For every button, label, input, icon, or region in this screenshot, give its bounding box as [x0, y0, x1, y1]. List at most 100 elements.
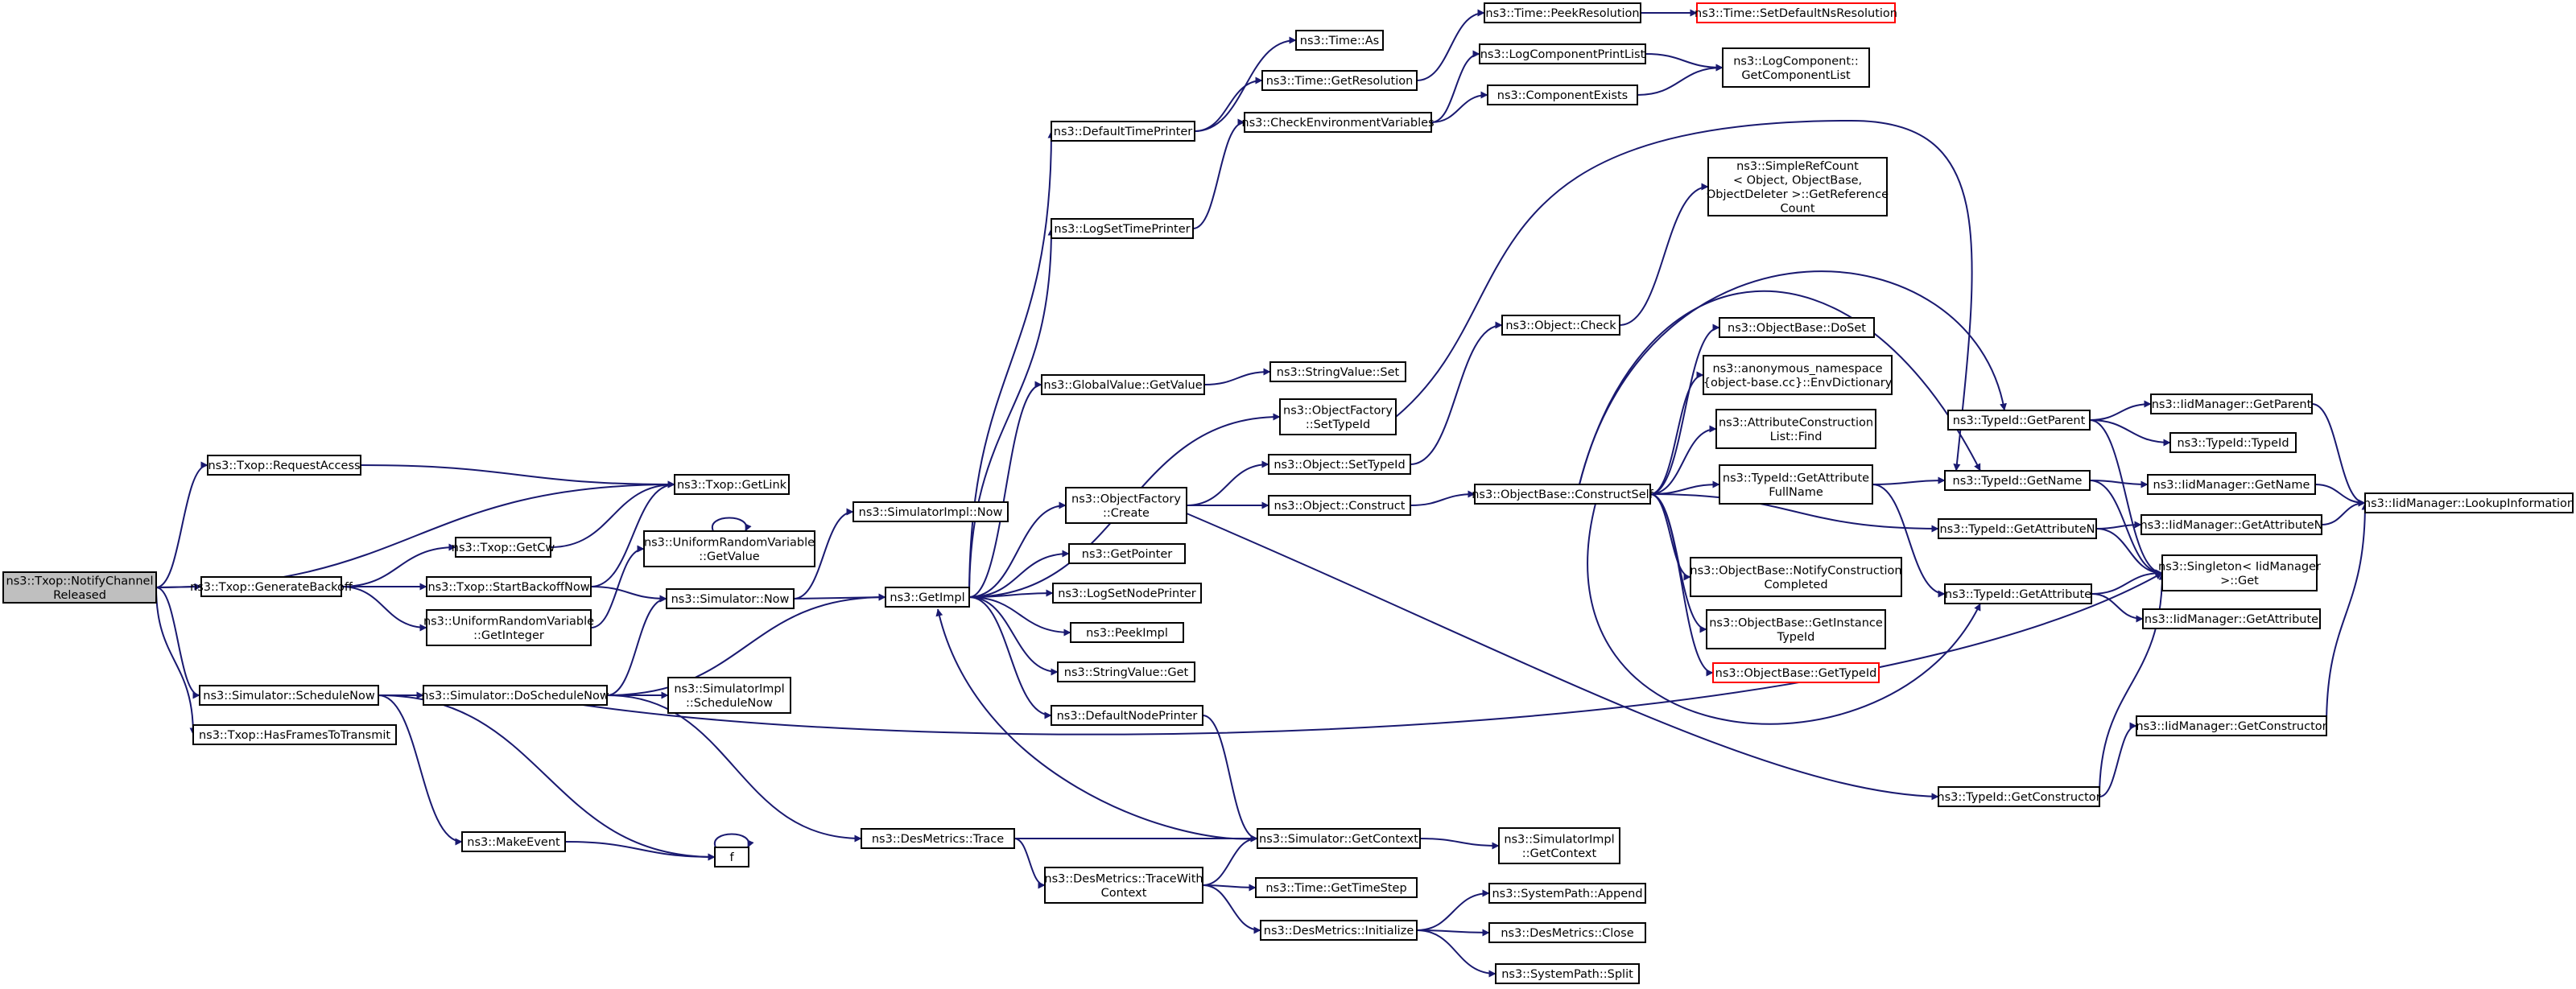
edge-checkenv-to-logcomponentprintlist: [1430, 50, 1480, 123]
node-simimpl-now[interactable]: ns3::SimulatorImpl::Now: [852, 501, 1009, 522]
node-componentexists[interactable]: ns3::ComponentExists: [1487, 84, 1638, 105]
node-iid-getparent[interactable]: ns3::IidManager::GetParent: [2150, 394, 2313, 414]
node-objectfactory-create[interactable]: ns3::ObjectFactory::Create: [1065, 487, 1187, 524]
node-typeid-typeid[interactable]: ns3::TypeId::TypeId: [2169, 432, 2297, 453]
node-urv-getvalue[interactable]: ns3::UniformRandomVariable::GetValue: [643, 530, 815, 567]
node-desmetrics-close[interactable]: ns3::DesMetrics::Close: [1488, 922, 1646, 943]
node-label: {object-base.cc}::EnvDictionary: [1703, 377, 1893, 389]
node-box: [1707, 157, 1888, 216]
node-doschedulenow[interactable]: ns3::Simulator::DoScheduleNow: [421, 685, 609, 706]
node-defaulttimeprinter[interactable]: ns3::DefaultTimePrinter: [1051, 121, 1195, 142]
node-checkenv[interactable]: ns3::CheckEnvironmentVariables: [1241, 112, 1435, 133]
node-typeid-getparent[interactable]: ns3::TypeId::GetParent: [1947, 410, 2091, 431]
node-objectbase-doset[interactable]: ns3::ObjectBase::DoSet: [1719, 317, 1875, 338]
node-object-check[interactable]: ns3::Object::Check: [1501, 315, 1620, 336]
node-box: [1044, 867, 1203, 904]
node-label: ns3::Txop::GetCw: [452, 542, 555, 554]
node-envdictionary[interactable]: ns3::anonymous_namespace{object-base.cc}…: [1703, 355, 1893, 395]
edge-iid-getattributen-to-iid-lookupinformation: [2321, 499, 2366, 525]
node-notifyconstructioncompleted[interactable]: ns3::ObjectBase::NotifyConstructionCompl…: [1690, 557, 1902, 597]
node-getcw[interactable]: ns3::Txop::GetCw: [452, 537, 555, 558]
node-typeid-getattribute[interactable]: ns3::TypeId::GetAttribute: [1944, 583, 2092, 604]
node-box: [666, 588, 795, 609]
node-desmetrics-trace[interactable]: ns3::DesMetrics::Trace: [861, 828, 1015, 849]
edge-typeid-getattributefullname-to-typeid-getattribute: [1872, 484, 1946, 598]
node-iid-getattributen[interactable]: ns3::IidManager::GetAttributeN: [2140, 514, 2323, 535]
node-iid-getconstructor[interactable]: ns3::IidManager::GetConstructor: [2136, 715, 2327, 736]
node-box: [2161, 554, 2318, 591]
edge-desmetrics-initialize-to-desmetrics-close: [1416, 929, 1490, 937]
node-getpointer[interactable]: ns3::GetPointer: [1068, 543, 1186, 564]
node-label: ns3::LogSetNodePrinter: [1058, 587, 1196, 600]
node-requestaccess[interactable]: ns3::Txop::RequestAccess: [207, 455, 361, 476]
node-label: ns3::Txop::StartBackoffNow: [427, 581, 589, 594]
node-getlink[interactable]: ns3::Txop::GetLink: [674, 474, 790, 495]
node-label: ::GetContext: [1522, 847, 1597, 860]
node-logcomponentprintlist[interactable]: ns3::LogComponentPrintList: [1479, 43, 1646, 64]
node-box: [1715, 409, 1876, 449]
node-time-as[interactable]: ns3::Time::As: [1295, 30, 1384, 51]
node-box: [1051, 705, 1203, 726]
edge-constructself-to-typeid-getattribute: [1587, 503, 1981, 725]
edge-getimpl-to-stringvalue-get: [968, 596, 1059, 676]
node-typeid-getconstructor[interactable]: ns3::TypeId::GetConstructor: [1937, 786, 2101, 807]
node-box: [1719, 464, 1873, 505]
node-typeid-getattributen[interactable]: ns3::TypeId::GetAttributeN: [1938, 518, 2097, 539]
node-schedulenow[interactable]: ns3::Simulator::ScheduleNow: [199, 685, 379, 706]
node-time-getresolution[interactable]: ns3::Time::GetResolution: [1261, 70, 1418, 91]
node-simimpl-schedulenow[interactable]: ns3::SimulatorImpl::ScheduleNow: [667, 677, 791, 714]
node-constructself[interactable]: ns3::ObjectBase::ConstructSelf: [1472, 484, 1654, 505]
node-object-settypeid[interactable]: ns3::Object::SetTypeId: [1268, 454, 1411, 475]
node-simplerefcount[interactable]: ns3::SimpleRefCount< Object, ObjectBase,…: [1707, 157, 1889, 216]
node-logsetnodeprinter[interactable]: ns3::LogSetNodePrinter: [1052, 583, 1202, 604]
node-sim-now[interactable]: ns3::Simulator::Now: [666, 588, 795, 609]
node-objectbase-gettypeid[interactable]: ns3::ObjectBase::GetTypeId: [1712, 662, 1880, 683]
edge-root-to-schedulenow: [155, 587, 200, 699]
node-label: ns3::GlobalValue::GetValue: [1043, 379, 1202, 392]
node-systempath-append[interactable]: ns3::SystemPath::Append: [1488, 883, 1646, 904]
node-hasframes[interactable]: ns3::Txop::HasFramesToTransmit: [192, 724, 397, 745]
node-startbackoffnow[interactable]: ns3::Txop::StartBackoffNow: [426, 576, 592, 597]
node-label: ns3::DesMetrics::Trace: [872, 833, 1004, 846]
node-time-gettimestep[interactable]: ns3::Time::GetTimeStep: [1255, 877, 1418, 898]
node-typeid-getname[interactable]: ns3::TypeId::GetName: [1944, 470, 2091, 491]
node-defaultnodeprinter[interactable]: ns3::DefaultNodePrinter: [1051, 705, 1203, 726]
node-objectfactory-settypeid[interactable]: ns3::ObjectFactory::SetTypeId: [1279, 398, 1397, 435]
node-stringvalue-get[interactable]: ns3::StringValue::Get: [1057, 661, 1195, 682]
node-iid-lookupinformation[interactable]: ns3::IidManager::LookupInformation: [2363, 492, 2574, 513]
node-time-peekresolution[interactable]: ns3::Time::PeekResolution: [1484, 2, 1641, 23]
node-box: [1690, 557, 1902, 597]
node-stringvalue-set[interactable]: ns3::StringValue::Set: [1269, 361, 1406, 382]
edge-constructself-to-typeid-getparent: [1579, 270, 2007, 485]
node-simimpl-getcontext[interactable]: ns3::SimulatorImpl::GetContext: [1498, 827, 1620, 864]
node-label: ns3::Object::Construct: [1274, 500, 1406, 513]
node-box: [192, 724, 397, 745]
node-iid-getattribute[interactable]: ns3::IidManager::GetAttribute: [2142, 608, 2321, 629]
node-object-construct[interactable]: ns3::Object::Construct: [1268, 495, 1411, 516]
node-getimpl[interactable]: ns3::GetImpl: [885, 587, 970, 608]
node-systempath-split[interactable]: ns3::SystemPath::Split: [1495, 963, 1640, 984]
node-urv-getinteger[interactable]: ns3::UniformRandomVariable::GetInteger: [423, 609, 594, 646]
node-singleton-get[interactable]: ns3::Singleton< IidManager>::Get: [2158, 554, 2321, 591]
edge-doschedulenow-to-sim-now: [606, 595, 667, 696]
node-sim-getcontext[interactable]: ns3::Simulator::GetContext: [1257, 828, 1421, 849]
node-generatebackoff[interactable]: ns3::Txop::GenerateBackoff: [190, 576, 353, 597]
node-makeevent[interactable]: ns3::MakeEvent: [461, 831, 566, 852]
node-label: ns3::IidManager::GetParent: [2152, 398, 2312, 411]
edge-requestaccess-to-getlink: [360, 464, 675, 488]
node-getcomponentlist[interactable]: ns3::LogComponent::GetComponentList: [1722, 47, 1870, 88]
node-peekimpl[interactable]: ns3::PeekImpl: [1070, 622, 1184, 643]
node-f[interactable]: f: [714, 847, 749, 867]
node-globalvalue-getvalue[interactable]: ns3::GlobalValue::GetValue: [1041, 374, 1205, 395]
node-desmetrics-initialize[interactable]: ns3::DesMetrics::Initialize: [1260, 920, 1418, 941]
node-box: [426, 609, 592, 646]
node-box: [1706, 609, 1886, 649]
node-iid-getname[interactable]: ns3::IidManager::GetName: [2147, 474, 2316, 495]
node-setdefaultnsresolution[interactable]: ns3::Time::SetDefaultNsResolution: [1695, 2, 1897, 23]
node-logsettimeprinter[interactable]: ns3::LogSetTimePrinter: [1051, 218, 1194, 239]
